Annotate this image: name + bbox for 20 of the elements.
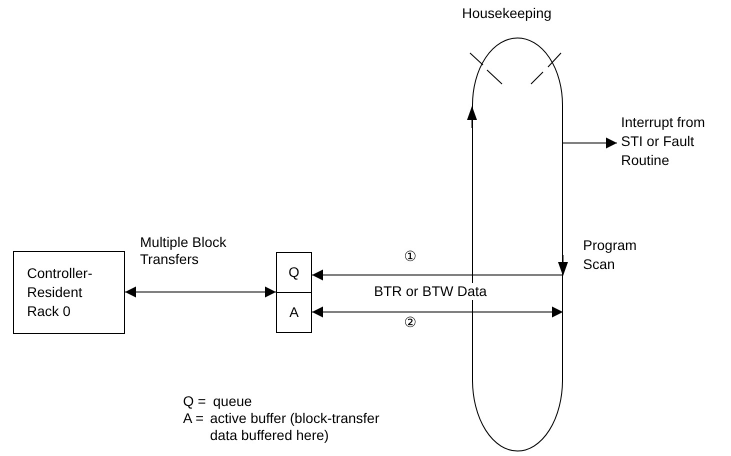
key-text: active buffer (block-transfer data buffered here) [210, 410, 380, 444]
edge-label: ② [404, 314, 417, 331]
buffer-letter: Q [288, 263, 300, 282]
buffer-box [276, 252, 312, 333]
key-text: queue [213, 393, 253, 410]
edge-label: Multiple Block Transfers [140, 234, 228, 268]
arrow [562, 138, 618, 148]
arrow [312, 306, 564, 318]
loop-label: Housekeeping [462, 4, 552, 23]
interrupt-text: Interrupt from STI or Fault Routine [617, 113, 709, 173]
key-symbol: Q = [183, 393, 207, 410]
buffer-letter: A [289, 303, 299, 322]
loop-label: Program Scan [583, 236, 638, 274]
rack-box [13, 251, 125, 334]
data-label: BTR or BTW Data [372, 283, 489, 300]
key-symbol: A = [183, 410, 205, 428]
edge-label: ① [404, 248, 417, 265]
box-text: Controller-Resident Rack 0 [27, 264, 94, 321]
arrow [124, 286, 276, 298]
arrow [312, 270, 564, 280]
